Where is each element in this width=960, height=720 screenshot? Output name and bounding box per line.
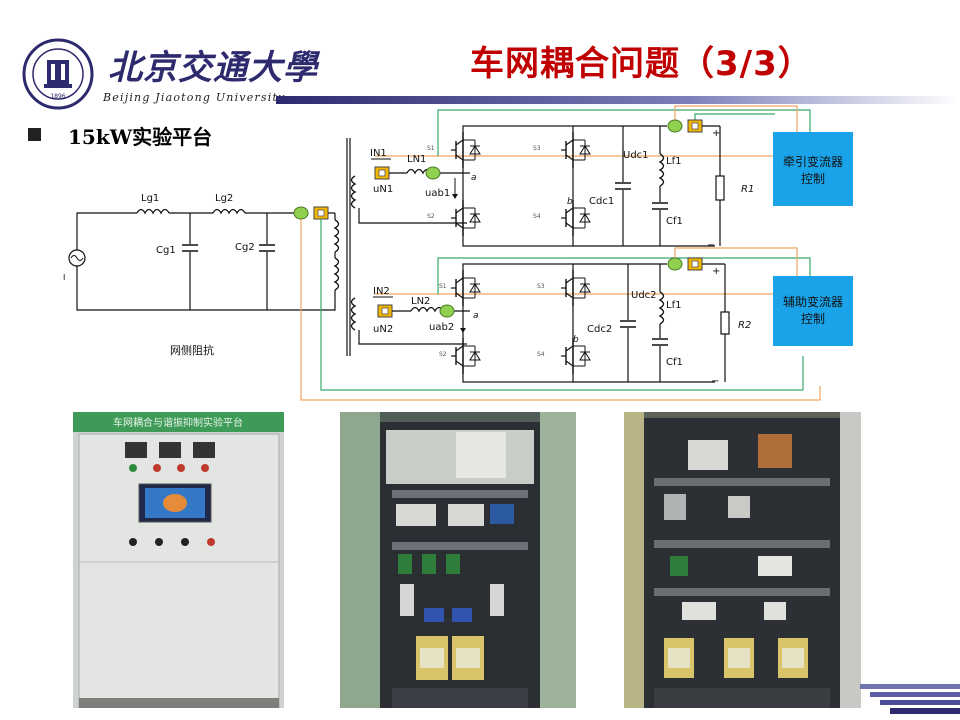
cabinet-front-photo: 车网耦合与谐振抑制实验平台 bbox=[73, 412, 284, 708]
cabinet-interior-photo-2 bbox=[624, 412, 861, 708]
footer-decoration-bars bbox=[860, 684, 960, 714]
lf1-label-lower: Lf1 bbox=[666, 300, 681, 311]
udc1-label: Udc1 bbox=[623, 150, 649, 161]
ln2-label: LN2 bbox=[411, 296, 430, 307]
circuit-diagram: I Lg1 Lg2 Cg1 Cg2 网侧阻抗 bbox=[63, 105, 853, 401]
traction-controller-box bbox=[773, 132, 853, 206]
plus-lower: + bbox=[712, 266, 720, 277]
s4-label-lower: S4 bbox=[537, 351, 545, 358]
cdc2-label: Cdc2 bbox=[587, 324, 612, 335]
source-label: I bbox=[63, 273, 65, 282]
slide-title: 车网耦合问题（3/3） bbox=[470, 44, 813, 84]
university-seal-logo: 1896 bbox=[22, 38, 94, 110]
header-gradient-rule bbox=[276, 96, 960, 104]
node-a-lower: a bbox=[473, 311, 479, 321]
s4-label: S4 bbox=[533, 213, 541, 220]
s1-label: S1 bbox=[427, 145, 435, 152]
s1-label-lower: S1 bbox=[439, 283, 447, 290]
cabinet-sign-text: 车网耦合与谐振抑制实验平台 bbox=[113, 416, 243, 429]
uab1-label: uab1 bbox=[425, 188, 450, 199]
university-name-cn: 北京交通大學 bbox=[108, 48, 318, 88]
uab2-label: uab2 bbox=[429, 322, 454, 333]
cabinet-interior-photo-1 bbox=[340, 412, 576, 708]
bullet-text: 15kW实验平台 bbox=[68, 125, 213, 149]
s3-label: S3 bbox=[533, 145, 541, 152]
cf1-label-upper: Cf1 bbox=[666, 216, 683, 227]
lg1-label: Lg1 bbox=[141, 193, 159, 204]
traction-controller-label-2: 控制 bbox=[801, 172, 825, 186]
upper-converter: IN1 LN1 uN1 uab1 a S1 S2 S3 S4 b Udc1 Cd… bbox=[358, 119, 853, 251]
s2-label-lower: S2 bbox=[439, 351, 447, 358]
plus-upper: + bbox=[712, 128, 720, 139]
in2-label: IN2 bbox=[373, 286, 390, 297]
cg2-label: Cg2 bbox=[235, 242, 255, 253]
un1-label: uN1 bbox=[373, 184, 393, 195]
s2-label: S2 bbox=[427, 213, 435, 220]
auxiliary-controller-box bbox=[773, 276, 853, 346]
traction-controller-label-1: 牵引变流器 bbox=[783, 154, 843, 169]
university-name-en: Beijing Jiaotong University bbox=[103, 91, 286, 104]
un2-label: uN2 bbox=[373, 324, 393, 335]
cdc1-label: Cdc1 bbox=[589, 196, 614, 207]
auxiliary-controller-label-2: 控制 bbox=[801, 312, 825, 326]
cg1-label: Cg1 bbox=[156, 245, 176, 256]
ln1-label: LN1 bbox=[407, 154, 426, 165]
node-b-lower: b bbox=[573, 335, 579, 345]
in1-label: IN1 bbox=[370, 148, 387, 159]
lg2-label: Lg2 bbox=[215, 193, 233, 204]
node-a-upper: a bbox=[471, 173, 477, 183]
cf1-label-lower: Cf1 bbox=[666, 357, 683, 368]
node-b-upper: b bbox=[567, 197, 573, 207]
control-wiring bbox=[300, 105, 821, 401]
udc2-label: Udc2 bbox=[631, 290, 657, 301]
grid-network: I Lg1 Lg2 Cg1 Cg2 网侧阻抗 bbox=[63, 138, 356, 357]
seal-year: 1896 bbox=[50, 93, 65, 100]
minus-upper: − bbox=[707, 240, 715, 251]
s3-label-lower: S3 bbox=[537, 283, 545, 290]
bullet-square bbox=[28, 128, 41, 141]
r1-label: R1 bbox=[741, 184, 754, 195]
minus-lower: − bbox=[711, 376, 719, 387]
lower-converter: IN2 LN2 uN2 uab2 a S1 S2 S3 S4 b Udc2 Cd… bbox=[358, 257, 853, 387]
auxiliary-controller-label-1: 辅助变流器 bbox=[783, 294, 843, 309]
grid-impedance-label: 网侧阻抗 bbox=[170, 343, 214, 357]
r2-label: R2 bbox=[738, 320, 751, 331]
lf1-label-upper: Lf1 bbox=[666, 156, 681, 167]
